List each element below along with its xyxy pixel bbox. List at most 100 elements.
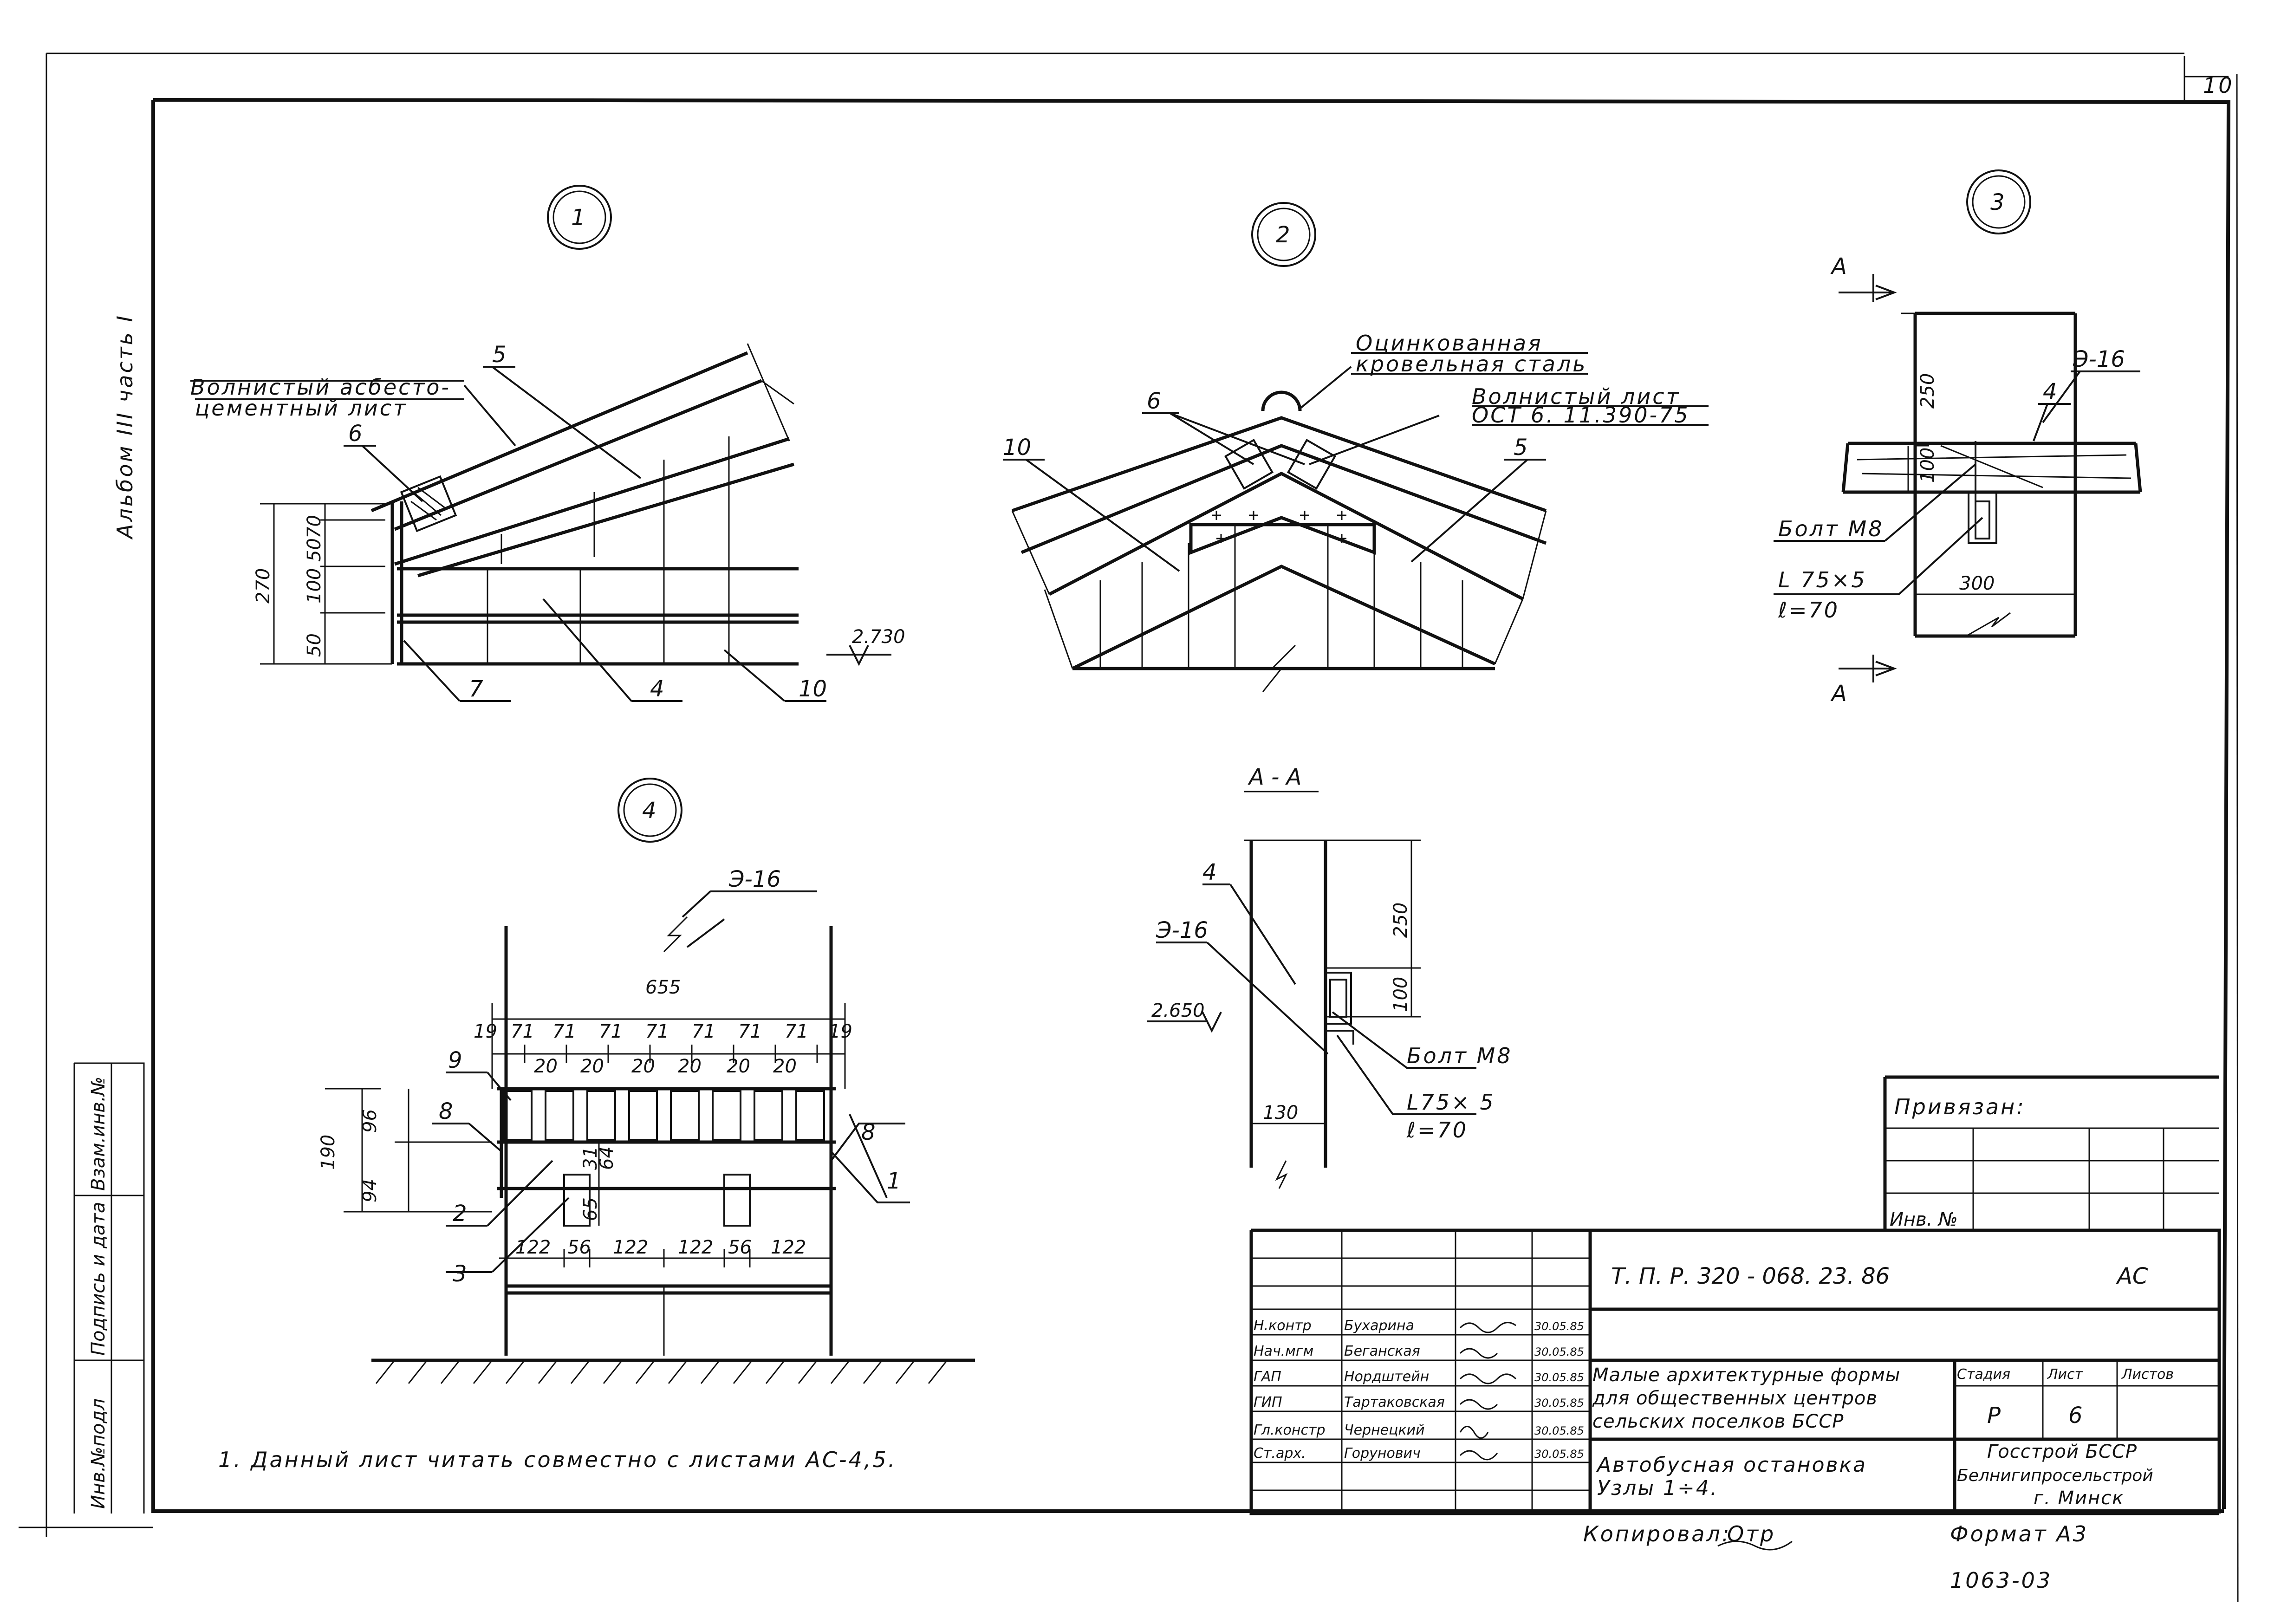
node-1-dim-50a: 50 xyxy=(304,538,325,562)
node-4-dim-gap-1: 20 xyxy=(580,1056,604,1077)
subject-line-2: Узлы 1÷4. xyxy=(1597,1476,1718,1500)
sheet-value: 6 xyxy=(2068,1403,2083,1429)
node-4-electrode: Э-16 xyxy=(728,866,781,892)
node-3-number: 3 xyxy=(1990,189,2005,215)
section-aa-marker-4: 4 xyxy=(1202,859,1217,885)
node-4-dim-bottom-4: 56 xyxy=(728,1237,752,1258)
binding-box: Привязан: Инв. № xyxy=(1883,1075,2219,1230)
node-3-detail: 3 А А Э-16 4 250 100 300 Болт М8 L 75×5 … xyxy=(1774,169,2142,707)
node-2-detail: 2 Оцинкованная кровельная сталь Волнисты… xyxy=(1003,202,1709,692)
album-label: Альбом III часть I xyxy=(112,314,137,540)
binding-inv: Инв. № xyxy=(1890,1209,1958,1230)
node-3-marker-4: 4 xyxy=(2043,379,2057,405)
org-line-3: г. Минск xyxy=(2034,1488,2124,1509)
node-4-dim-top-0: 19 xyxy=(474,1021,497,1042)
node-4-dim-gap-5: 20 xyxy=(773,1056,797,1077)
node-4-dim-96: 96 xyxy=(359,1109,381,1133)
node-4-dim-gap-2: 20 xyxy=(631,1056,655,1077)
node-2-label-steel-2: кровельная сталь xyxy=(1356,351,1587,377)
role-3: ГИП xyxy=(1254,1394,1282,1410)
name-5: Горунович xyxy=(1344,1445,1421,1462)
node-3-section-mark-bottom: А xyxy=(1830,681,1847,707)
sheet-header: Лист xyxy=(2047,1366,2084,1383)
node-4-dim-gap-3: 20 xyxy=(678,1056,702,1077)
node-2-circle xyxy=(1251,202,1316,267)
node-4-dim-94: 94 xyxy=(359,1179,381,1202)
stage-header: Стадия xyxy=(1957,1366,2010,1383)
section-aa-bolt: Болт М8 xyxy=(1407,1043,1512,1068)
footer-format: Формат А3 xyxy=(1950,1521,2088,1546)
node-1-marker-4: 4 xyxy=(650,676,664,702)
footer-number: 1063-03 xyxy=(1950,1568,2052,1593)
section-aa-dim-100: 100 xyxy=(1390,977,1411,1012)
node-4-dim-top-8: 19 xyxy=(829,1021,852,1042)
role-5: Ст.арх. xyxy=(1254,1445,1306,1462)
name-4: Чернецкий xyxy=(1344,1422,1425,1438)
node-4-dim-top-4: 71 xyxy=(645,1021,669,1042)
section-aa-angle-1: L75× 5 xyxy=(1407,1090,1495,1115)
node-3-section-mark-top: А xyxy=(1830,253,1847,279)
role-1: Нач.мгм xyxy=(1254,1343,1313,1359)
node-1-detail: 1 Волнистый асбесто- цементный лист 5 6 … xyxy=(190,185,905,702)
title-code: Т. П. Р. 320 - 068. 23. 86 xyxy=(1611,1263,1890,1289)
stamp-col-sign: Подпись и дата xyxy=(88,1202,109,1356)
node-1-elevation: 2.730 xyxy=(852,626,905,648)
node-2-label-wave-1: Волнистый лист xyxy=(1472,384,1680,409)
org-line-2: Белнигипросельстрой xyxy=(1957,1466,2153,1485)
node-3-angle-1: L 75×5 xyxy=(1778,567,1867,592)
node-3-dim-100: 100 xyxy=(1917,448,1938,483)
node-4-marker-1: 1 xyxy=(887,1168,901,1194)
title-mark: АС xyxy=(2116,1263,2148,1289)
footer-copied-signature: Отр xyxy=(1727,1521,1775,1546)
node-4-dim-top-7: 71 xyxy=(785,1021,808,1042)
node-4-dim-overall: 655 xyxy=(645,977,681,998)
name-0: Бухарина xyxy=(1344,1318,1414,1334)
node-3-circle xyxy=(1966,169,2031,234)
binding-title: Привязан: xyxy=(1894,1094,2026,1119)
name-2: Нордштейн xyxy=(1344,1369,1429,1385)
node-4-dim-bottom-2: 122 xyxy=(613,1237,648,1258)
node-4-dim-31: 31 xyxy=(580,1146,601,1170)
stage-value: Р xyxy=(1987,1403,2001,1429)
role-0: Н.контр xyxy=(1254,1318,1312,1334)
sheet-frame xyxy=(19,52,2239,1602)
node-4-dim-gap-0: 20 xyxy=(534,1056,558,1077)
section-aa-dim-130: 130 xyxy=(1263,1102,1298,1124)
date-2: 30.05.85 xyxy=(1534,1371,1584,1384)
node-3-angle-2: ℓ=70 xyxy=(1778,598,1839,623)
node-3-dim-300: 300 xyxy=(1959,573,1995,594)
subject-line-1: Автобусная остановка xyxy=(1596,1453,1867,1477)
sheet-note: 1. Данный лист читать совместно с листам… xyxy=(218,1447,897,1472)
node-1-dim-50b: 50 xyxy=(304,633,325,657)
node-1-dim-270: 270 xyxy=(253,568,274,604)
section-aa-dim-250: 250 xyxy=(1390,903,1411,938)
node-3-electrode: Э-16 xyxy=(2073,346,2125,372)
node-3-dim-250: 250 xyxy=(1917,373,1938,409)
node-4-dim-top-2: 71 xyxy=(552,1021,576,1042)
node-1-circle xyxy=(547,185,612,250)
section-aa-elevation: 2.650 xyxy=(1151,1000,1205,1021)
node-4-dim-bottom-3: 122 xyxy=(678,1237,713,1258)
node-4-marker-2: 2 xyxy=(453,1201,467,1227)
node-4-dim-top-5: 71 xyxy=(692,1021,715,1042)
side-stamp: Инв.№подл Подпись и дата Взам.инв.№ xyxy=(73,1062,145,1514)
node-4-marker-8-left: 8 xyxy=(439,1098,453,1124)
stamp-col-replace: Взам.инв.№ xyxy=(88,1077,109,1191)
node-4-dim-bottom-5: 122 xyxy=(771,1237,806,1258)
section-aa-detail: А - А 4 Э-16 2.650 250 100 130 Болт М8 L… xyxy=(1147,764,1512,1189)
node-4-dim-gap-4: 20 xyxy=(727,1056,750,1077)
node-1-dim-100: 100 xyxy=(304,568,325,604)
project-line-2: для общественных центров xyxy=(1592,1388,1878,1409)
name-3: Тартаковская xyxy=(1344,1394,1445,1410)
node-1-number: 1 xyxy=(571,205,585,231)
date-0: 30.05.85 xyxy=(1534,1320,1584,1333)
org-line-1: Госстрой БССР xyxy=(1987,1441,2137,1462)
node-4-circle xyxy=(617,778,682,843)
corner-sheet-number: 10 xyxy=(2203,73,2234,98)
node-2-marker-10: 10 xyxy=(1003,435,1031,461)
node-1-marker-10: 10 xyxy=(799,676,827,702)
node-4-dim-bottom-0: 122 xyxy=(515,1237,551,1258)
node-4-detail: 4 xyxy=(318,778,975,1384)
